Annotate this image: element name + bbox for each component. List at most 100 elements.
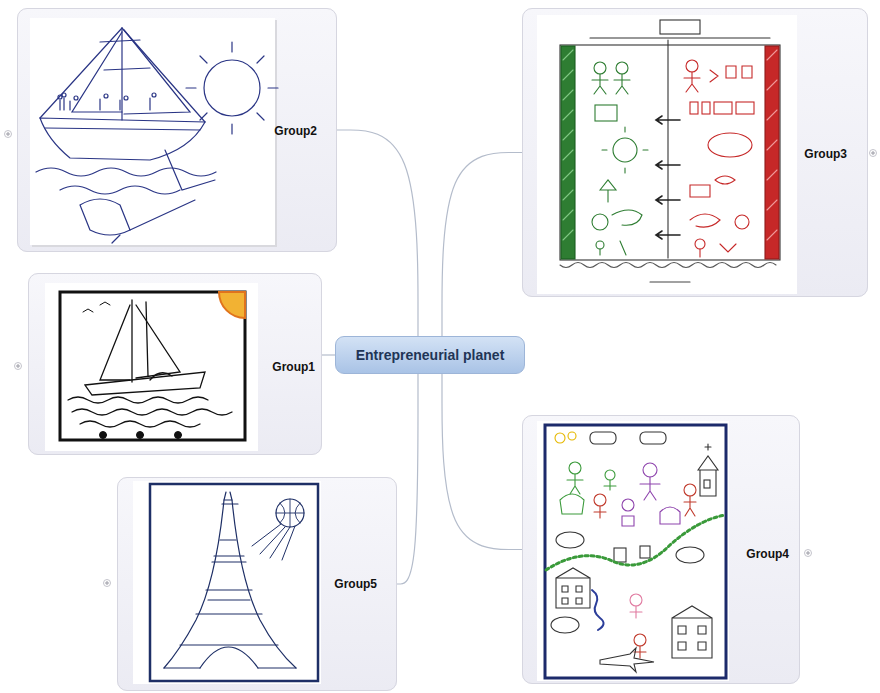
platform-sketch	[656, 116, 680, 239]
village-sketch	[640, 546, 650, 558]
tower-sketch	[200, 647, 258, 668]
sailboat-sketch	[45, 128, 200, 130]
sailboat-sketch	[30, 18, 275, 245]
catamaran-sketch	[45, 283, 258, 451]
platform-sketch	[667, 40, 668, 258]
platform-sketch	[714, 102, 732, 114]
catamaran-sketch	[175, 432, 182, 439]
village-sketch	[622, 463, 680, 526]
village-sketch	[568, 432, 576, 440]
village-sketch	[643, 463, 657, 477]
sailboat-sketch	[124, 30, 190, 114]
village-sketch	[556, 532, 584, 548]
village-sketch	[604, 480, 616, 490]
group-panel: Group2	[17, 8, 337, 252]
panel-fill	[522, 8, 868, 297]
catamaran-sketch	[100, 305, 130, 380]
village-sketch	[640, 477, 660, 500]
platform-sketch	[690, 176, 735, 197]
tower-sketch	[276, 499, 304, 527]
sailboat-sketch	[40, 118, 205, 160]
platform-sketch	[708, 133, 752, 157]
sailboat-sketch	[72, 32, 122, 112]
village-sketch	[592, 590, 604, 630]
sailboat-sketch	[112, 200, 195, 243]
village-sketch	[634, 634, 646, 646]
platform-sketch	[594, 62, 606, 74]
tower-sketch	[133, 481, 321, 684]
panel-fill	[28, 273, 322, 455]
catamaran-sketch	[45, 283, 258, 451]
platform-sketch	[612, 210, 642, 225]
platform-sketch	[736, 102, 754, 114]
branch-line	[337, 130, 418, 336]
tower-sketch	[196, 562, 262, 614]
tower-sketch	[276, 499, 304, 527]
platform-sketch	[596, 241, 604, 249]
tower-sketch	[214, 555, 244, 556]
sailboat-sketch	[58, 95, 62, 99]
sailboat-sketch	[104, 94, 108, 98]
branch-line	[322, 354, 335, 355]
platform-sketch	[656, 161, 680, 169]
catamaran-sketch	[85, 372, 205, 395]
sailboat-sketch	[124, 96, 128, 100]
panel-fill	[17, 8, 868, 691]
platform-sketch	[592, 62, 648, 255]
tower-sketch	[208, 540, 250, 600]
tower-sketch	[230, 492, 296, 668]
catamaran-sketch	[68, 300, 232, 427]
group-panel: Group4	[522, 415, 800, 684]
village-sketch	[590, 432, 616, 444]
village-sketch	[622, 499, 634, 511]
sailboat-sketch	[60, 98, 150, 110]
group-panel: Group1	[28, 273, 322, 455]
platform-sketch	[537, 15, 797, 294]
catamaran-sketch	[83, 302, 110, 312]
village-sketch	[556, 568, 590, 608]
village-sketch	[545, 425, 726, 678]
catamaran-sketch	[150, 373, 172, 380]
catamaran-sketch	[136, 305, 180, 378]
platform-sketch	[595, 105, 617, 121]
platform-sketch	[656, 196, 680, 204]
group-label: Group1	[272, 360, 315, 374]
central-topic: Entrepreneurial planet	[335, 336, 525, 374]
village-sketch	[537, 421, 729, 681]
village-sketch	[672, 606, 712, 658]
branch-line	[442, 153, 522, 337]
platform-sketch	[590, 37, 770, 38]
platform-sketch	[660, 20, 700, 34]
sailboat-sketch	[165, 150, 215, 190]
tower-sketch	[252, 524, 295, 560]
catamaran-sketch	[72, 409, 232, 415]
village-sketch	[630, 594, 642, 606]
platform-sketch	[614, 74, 630, 94]
village-sketch	[594, 484, 696, 658]
village-sketch	[640, 432, 666, 444]
tower-sketch	[222, 500, 238, 504]
platform-sketch	[613, 138, 637, 162]
platform-sketch	[765, 46, 779, 259]
village-sketch	[555, 433, 565, 443]
village-sketch	[594, 494, 606, 506]
village-sketch	[600, 648, 654, 672]
village-sketch	[605, 470, 615, 480]
platform-sketch	[600, 180, 616, 202]
catamaran-sketch	[131, 300, 132, 382]
village-sketch	[569, 462, 581, 474]
sailboat-sketch	[62, 93, 66, 97]
village-sketch	[684, 496, 696, 516]
platform-sketch	[560, 263, 776, 268]
group-label: Group5	[334, 577, 377, 591]
panel-fill	[17, 8, 337, 252]
sailboat-sketch	[152, 93, 156, 97]
sailboat-sketch	[204, 60, 260, 116]
platform-sketch	[684, 60, 754, 257]
platform-sketch	[656, 231, 680, 239]
platform-sketch	[684, 72, 700, 92]
platform-sketch	[537, 15, 797, 294]
village-sketch	[567, 474, 583, 494]
village-sketch	[537, 421, 729, 681]
